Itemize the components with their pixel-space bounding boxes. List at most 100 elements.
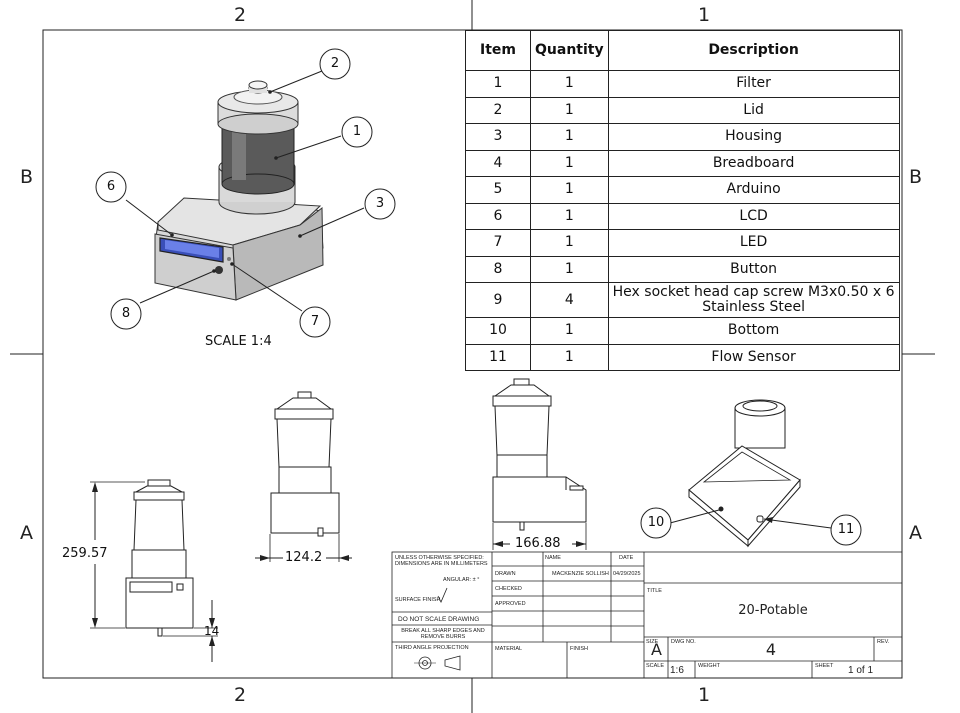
balloon-label-6: 6 bbox=[106, 179, 116, 194]
tb-weight-label: WEIGHT bbox=[698, 663, 720, 669]
tb-sheet: 1 of 1 bbox=[848, 665, 874, 676]
tb-size: A bbox=[651, 640, 662, 659]
dimension-width-front: 124.2 bbox=[285, 550, 323, 565]
tb-size-label: SIZE bbox=[646, 639, 659, 645]
balloon-8 bbox=[110, 298, 142, 330]
bom-cell-qty: 1 bbox=[530, 255, 609, 283]
bom-cell-item: 3 bbox=[465, 123, 531, 151]
tb-title-label: TITLE bbox=[647, 588, 662, 594]
bom-cell-qty: 4 bbox=[530, 282, 609, 318]
bom-cell-item: 10 bbox=[465, 317, 531, 345]
tb-finish: FINISH bbox=[570, 646, 589, 652]
tb-drawn: DRAWN bbox=[495, 571, 516, 577]
zone-top-2: 2 bbox=[234, 4, 247, 26]
balloon-label-7: 7 bbox=[310, 314, 320, 329]
tb-date-col: DATE bbox=[619, 555, 634, 561]
bom-cell-item: 6 bbox=[465, 202, 531, 230]
tb-break-edges: BREAK ALL SHARP EDGES AND REMOVE BURRS bbox=[401, 628, 485, 640]
tb-material: MATERIAL bbox=[495, 646, 523, 652]
bom-cell-desc: Housing bbox=[607, 123, 900, 151]
tb-projection: THIRD ANGLE PROJECTION bbox=[395, 645, 469, 651]
tb-approved: APPROVED bbox=[495, 601, 526, 607]
tb-scale: 1:6 bbox=[670, 665, 684, 676]
balloon-11 bbox=[830, 514, 862, 546]
balloon-label-11: 11 bbox=[837, 522, 855, 537]
title-block-grid bbox=[391, 551, 903, 679]
tb-do-not-scale: DO NOT SCALE DRAWING bbox=[398, 616, 480, 623]
tb-drawn-name: MACKENZIE SOLLISH bbox=[552, 571, 609, 577]
bom-cell-qty: 1 bbox=[530, 176, 609, 204]
bom-header-item: Item bbox=[465, 30, 531, 71]
bom-cell-item: 11 bbox=[465, 343, 531, 371]
bom-cell-item: 9 bbox=[465, 282, 531, 318]
tb-name-col: NAME bbox=[545, 555, 561, 561]
bom-cell-desc: Arduino bbox=[607, 176, 900, 204]
bom-cell-desc: LED bbox=[607, 229, 900, 257]
bom-cell-qty: 1 bbox=[530, 317, 609, 345]
dimension-height: 259.57 bbox=[62, 546, 108, 561]
tb-surface-finish: SURFACE FINISH bbox=[395, 597, 441, 603]
side-view-2 bbox=[492, 378, 587, 550]
bom-cell-desc: Flow Sensor bbox=[607, 343, 900, 371]
balloon-7 bbox=[299, 306, 331, 338]
balloon-6 bbox=[95, 171, 127, 203]
balloon-label-8: 8 bbox=[121, 306, 131, 321]
bom-cell-desc: Breadboard bbox=[607, 149, 900, 177]
tb-rev-label: REV. bbox=[877, 639, 890, 645]
tb-sheet-label: SHEET bbox=[815, 663, 834, 669]
tb-checked: CHECKED bbox=[495, 586, 522, 592]
bom-cell-desc: Lid bbox=[607, 96, 900, 124]
bom-cell-item: 7 bbox=[465, 229, 531, 257]
dimension-foot: 14 bbox=[204, 624, 220, 638]
bom-cell-desc: Button bbox=[607, 255, 900, 283]
isometric-view bbox=[95, 48, 396, 338]
side-view-1 bbox=[255, 391, 352, 562]
tb-scale-label: SCALE bbox=[646, 663, 665, 669]
bom-cell-qty: 1 bbox=[530, 229, 609, 257]
zone-bottom-2: 2 bbox=[234, 684, 247, 706]
tb-dwg-label: DWG NO. bbox=[671, 639, 696, 645]
bom-cell-item: 4 bbox=[465, 149, 531, 177]
bom-header-description: Description bbox=[607, 30, 900, 71]
balloon-label-1: 1 bbox=[352, 124, 362, 139]
balloon-3 bbox=[364, 188, 396, 220]
balloon-2 bbox=[319, 48, 351, 80]
zone-left-b: B bbox=[20, 166, 34, 188]
bom-cell-desc: Hex socket head cap screw M3x0.50 x 6 St… bbox=[607, 282, 900, 318]
zone-right-b: B bbox=[909, 166, 923, 188]
dimension-width-side: 166.88 bbox=[515, 536, 561, 551]
bom-header-row: Item Quantity Description bbox=[465, 30, 900, 71]
bom-cell-item: 8 bbox=[465, 255, 531, 283]
bom-cell-item: 1 bbox=[465, 70, 531, 98]
view-scale-label: SCALE 1:4 bbox=[205, 334, 272, 349]
tb-title: 20-Potable bbox=[738, 603, 808, 618]
zone-bottom-1: 1 bbox=[698, 684, 711, 706]
zone-left-a: A bbox=[20, 522, 33, 544]
balloon-10 bbox=[640, 507, 672, 539]
zone-right-a: A bbox=[909, 522, 922, 544]
tb-drawn-date: 04/29/2025 bbox=[613, 571, 641, 577]
bom-cell-desc: Filter bbox=[607, 70, 900, 98]
bom-cell-desc: Bottom bbox=[607, 317, 900, 345]
zone-top-1: 1 bbox=[698, 4, 711, 26]
bottom-iso-view bbox=[640, 399, 862, 548]
front-view bbox=[90, 479, 218, 662]
bom-cell-item: 2 bbox=[465, 96, 531, 124]
tb-unless-note: UNLESS OTHERWISE SPECIFIED:DIMENSIONS AR… bbox=[395, 555, 488, 567]
balloon-label-2: 2 bbox=[330, 56, 340, 71]
bom-cell-qty: 1 bbox=[530, 70, 609, 98]
bom-cell-qty: 1 bbox=[530, 149, 609, 177]
bom-header-quantity: Quantity bbox=[530, 30, 609, 71]
bom-cell-qty: 1 bbox=[530, 96, 609, 124]
